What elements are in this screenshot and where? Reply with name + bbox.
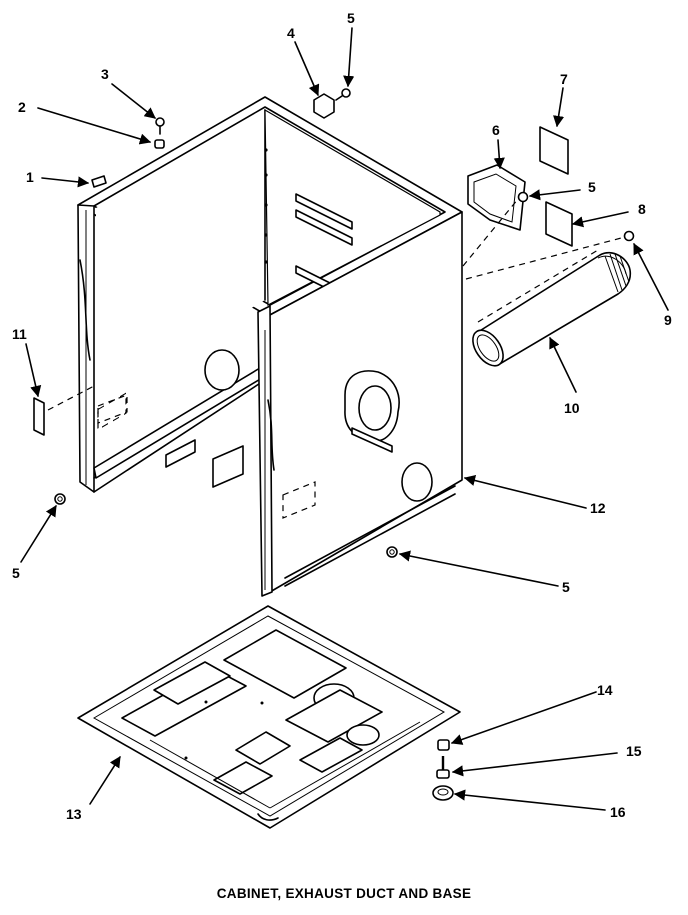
callout-5-bottom: 5: [562, 579, 570, 595]
callout-13: 13: [66, 806, 82, 822]
callout-5-right: 5: [588, 179, 596, 195]
callout-15: 15: [626, 743, 642, 759]
base-pan: [77, 605, 461, 829]
callout-6: 6: [492, 122, 500, 138]
callout-5-left: 5: [12, 565, 20, 581]
callout-11: 11: [12, 326, 27, 342]
callout-12: 12: [590, 500, 606, 516]
label-plate-11: [33, 397, 45, 436]
top-hardware: [91, 88, 351, 188]
callout-10: 10: [564, 400, 580, 416]
drum-opening: [344, 370, 400, 453]
callout-1: 1: [26, 169, 34, 185]
callout-16: 16: [610, 804, 626, 820]
leveling-foot: [432, 739, 454, 801]
callout-3: 3: [101, 66, 109, 82]
callout-5-top: 5: [347, 10, 355, 26]
gasket-7: [539, 126, 569, 175]
callout-7: 7: [560, 71, 568, 87]
callout-8: 8: [638, 201, 646, 217]
leader-lines: [20, 27, 669, 811]
cabinet-screws: [54, 493, 398, 558]
callout-2: 2: [18, 99, 26, 115]
cabinet-assembly: [47, 96, 463, 597]
exhaust-duct: [472, 249, 632, 367]
exhaust-cover-plate: [467, 164, 526, 231]
gasket-8: [545, 201, 573, 247]
callout-9: 9: [664, 312, 672, 328]
callout-4: 4: [287, 25, 295, 41]
diagram-caption: CABINET, EXHAUST DUCT AND BASE: [217, 886, 472, 901]
callout-14: 14: [597, 682, 613, 698]
callout-labels: 1 2 3 4 5 5 5 5 6 7 8 9 10 11 12 13 14 1…: [12, 10, 672, 822]
